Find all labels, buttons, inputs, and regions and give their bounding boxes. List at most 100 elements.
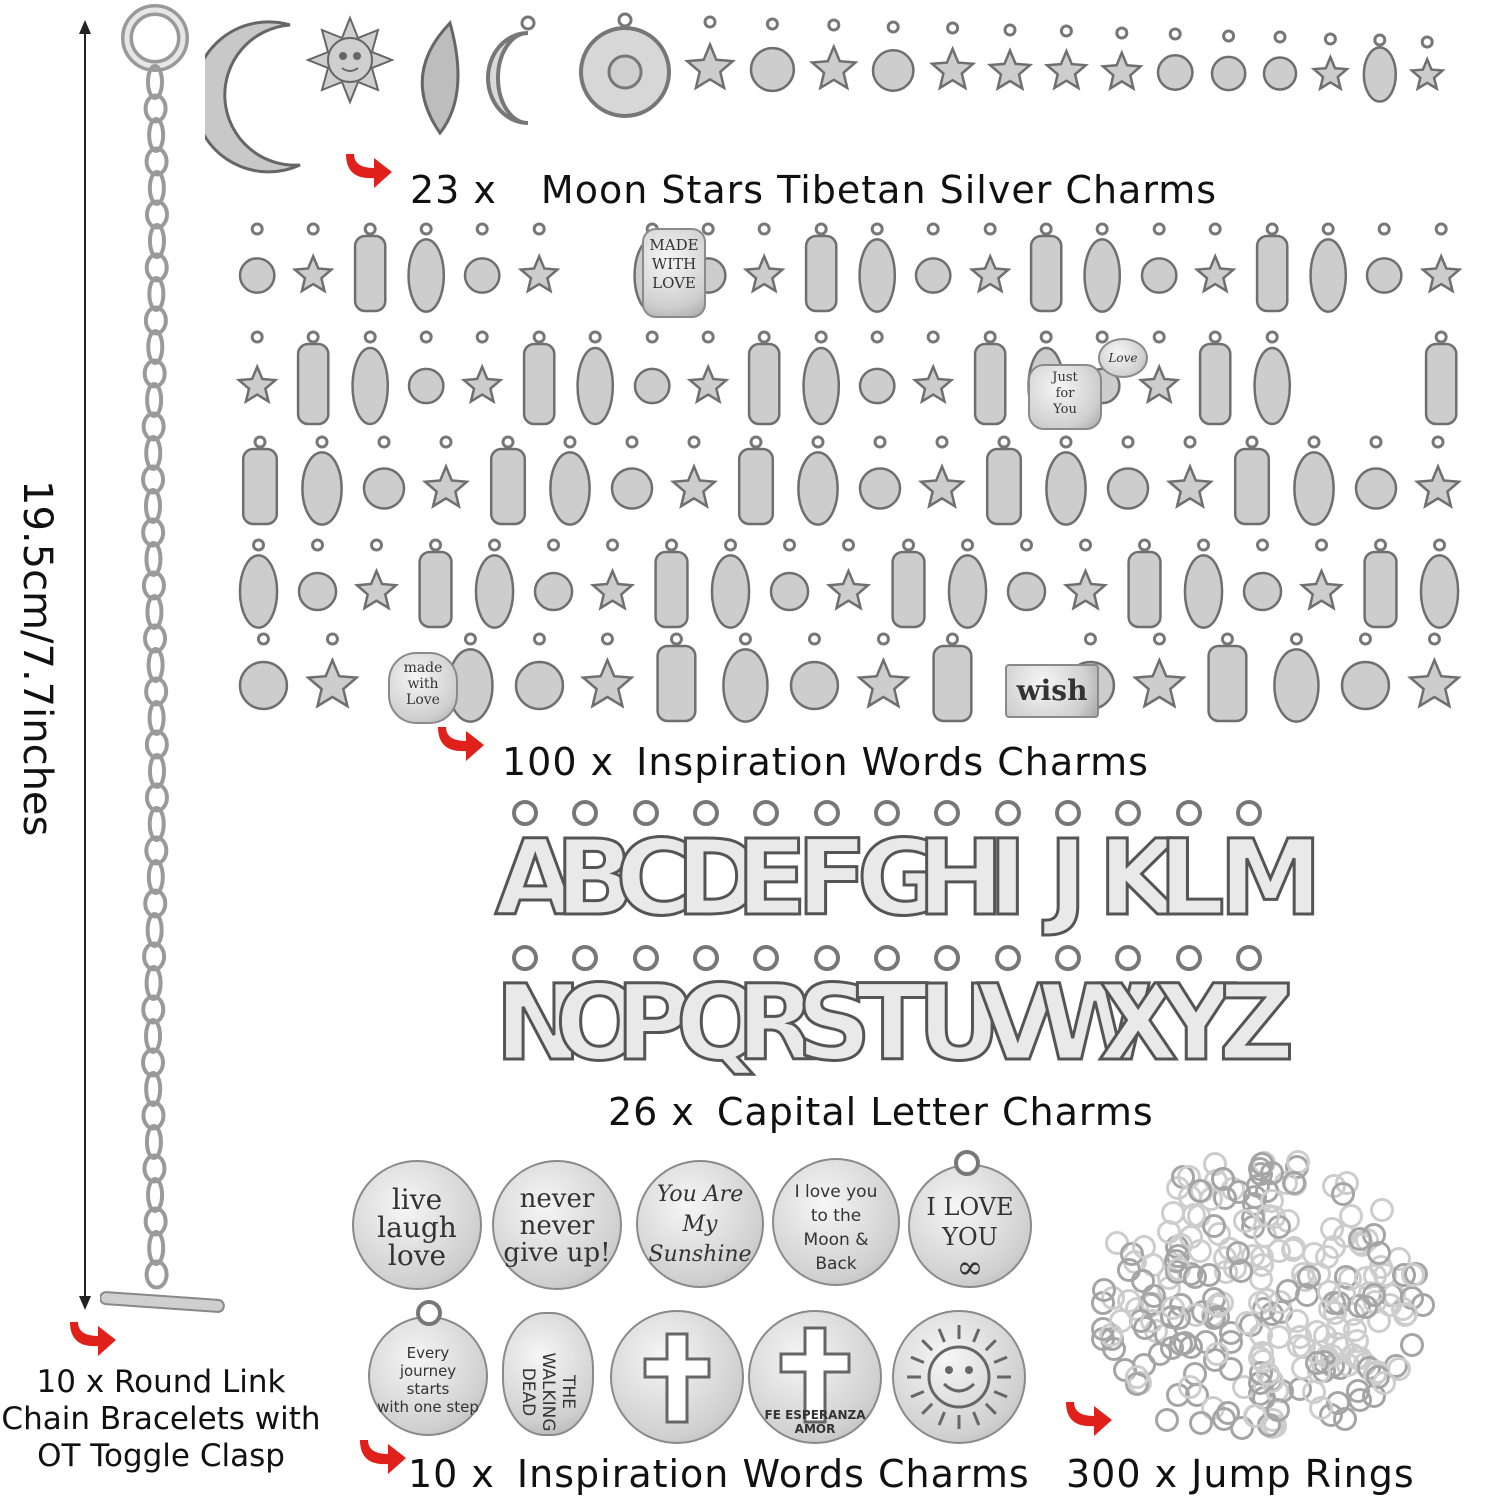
- inspiration-charm: [1295, 538, 1348, 637]
- jump-ring: [1281, 1171, 1306, 1196]
- jump-ring: [1091, 1278, 1116, 1303]
- jump-ring: [1302, 1379, 1327, 1404]
- inspiration-charm: [783, 632, 846, 731]
- inspiration-charm: [852, 435, 908, 534]
- small-charm: [925, 21, 980, 112]
- inspiration-charm: [921, 632, 984, 731]
- inspiration-charm: [1247, 330, 1297, 434]
- chain-link: [142, 358, 167, 389]
- chain-link: [143, 623, 168, 654]
- smiling-sun-disc: [892, 1310, 1026, 1444]
- inspiration-charm: [1162, 435, 1218, 534]
- letter-charm: M: [1217, 817, 1324, 939]
- letter-charm: E: [735, 817, 809, 939]
- inspiration-charm: [508, 632, 571, 731]
- small-charm: [1357, 33, 1403, 108]
- jump-ring: [1201, 1213, 1226, 1238]
- inspiration-charm: [645, 538, 698, 637]
- disc-hook: [954, 1150, 980, 1176]
- red-arrow-icon: [360, 1440, 406, 1474]
- chain-link: [147, 276, 166, 312]
- letter-charm: H: [916, 817, 1006, 939]
- chain-link: [143, 305, 168, 336]
- cross-icon: [779, 1326, 851, 1424]
- letter-hook: [512, 945, 539, 971]
- jump-ring: [1369, 1197, 1394, 1222]
- letter-charm: F: [795, 817, 869, 939]
- inspiration-charm: [914, 435, 970, 534]
- moon-stars-name: Moon Stars Tibetan Silver Charms: [540, 168, 1218, 212]
- red-arrow-icon: [1066, 1402, 1112, 1436]
- inspiration-charm: [604, 435, 660, 534]
- chain-link: [144, 676, 169, 707]
- jump-ring: [1177, 1374, 1202, 1399]
- letter-hook: [753, 945, 780, 971]
- fe-esperanza-amor-text: FE ESPERANZA AMOR: [764, 1408, 866, 1436]
- inspiration-charm: [728, 435, 784, 534]
- inspiration-charm: [1224, 435, 1280, 534]
- chain-link: [147, 753, 166, 789]
- jump-ring: [1347, 1227, 1372, 1252]
- inspiration-charm: [739, 222, 789, 321]
- chain-link: [146, 647, 165, 683]
- chain-link: [147, 700, 166, 736]
- inspiration-charm: [1190, 222, 1240, 321]
- letter-hook: [753, 800, 780, 826]
- jump-ring: [1183, 1264, 1208, 1289]
- letter-hook: [572, 800, 599, 826]
- letter-charm: Q: [674, 962, 765, 1084]
- inspiration-charm: [1190, 330, 1240, 434]
- jump-ring: [1394, 1302, 1419, 1327]
- chain-link: [144, 782, 169, 813]
- chain-bracelet: [100, 4, 225, 1313]
- jump-ring: [1249, 1245, 1274, 1270]
- inspiration-charm: [790, 435, 846, 534]
- chain-link: [144, 541, 163, 577]
- inspiration-charm: [232, 538, 285, 637]
- small-charm: [1256, 30, 1304, 109]
- chain-link: [146, 64, 164, 100]
- chain-link: [144, 1071, 163, 1107]
- inspiration-charm: [965, 222, 1015, 321]
- letter-charm: Z: [1217, 962, 1295, 1084]
- red-arrow-icon: [346, 154, 392, 188]
- inspiration-charm: [965, 330, 1015, 434]
- jump-ring: [1131, 1234, 1156, 1259]
- inspiration-charm: [714, 632, 777, 731]
- chain-link: [141, 464, 166, 495]
- word-discs-count: 10 x: [408, 1452, 495, 1496]
- inspiration-charm: [666, 435, 722, 534]
- inspiration-charm: [232, 435, 288, 534]
- jump-ring: [1204, 1341, 1229, 1366]
- inspiration-charm: [576, 632, 639, 731]
- letter-hook: [813, 945, 840, 971]
- jump-ring: [1347, 1387, 1372, 1412]
- letter-charm: Y: [1157, 962, 1235, 1084]
- chain-link: [144, 435, 163, 471]
- dimension-line: [79, 20, 91, 1310]
- wish-charm: wish: [1005, 664, 1099, 718]
- jump-ring: [1188, 1178, 1213, 1203]
- inspiration-charm: [457, 222, 507, 321]
- jump-ring: [1323, 1301, 1348, 1326]
- cross-cutout-disc: [610, 1310, 744, 1444]
- small-charm: [1040, 24, 1093, 111]
- inspiration-charm: [291, 538, 344, 637]
- jump-ring: [1229, 1258, 1254, 1283]
- inspiration-charm: [409, 538, 462, 637]
- inspiration-charm: [1134, 222, 1184, 321]
- inspiration-charm: [401, 330, 451, 434]
- jump-ring: [1124, 1364, 1149, 1389]
- inspiration-charm: [645, 632, 708, 731]
- letter-charm: U: [916, 962, 1003, 1084]
- inspiration-charm: [683, 330, 733, 434]
- small-charm: [983, 23, 1037, 112]
- disc-hook: [416, 1300, 442, 1326]
- small-charm: [865, 20, 921, 113]
- open-moon-icon: [486, 15, 536, 125]
- inspiration-charm: [796, 222, 846, 321]
